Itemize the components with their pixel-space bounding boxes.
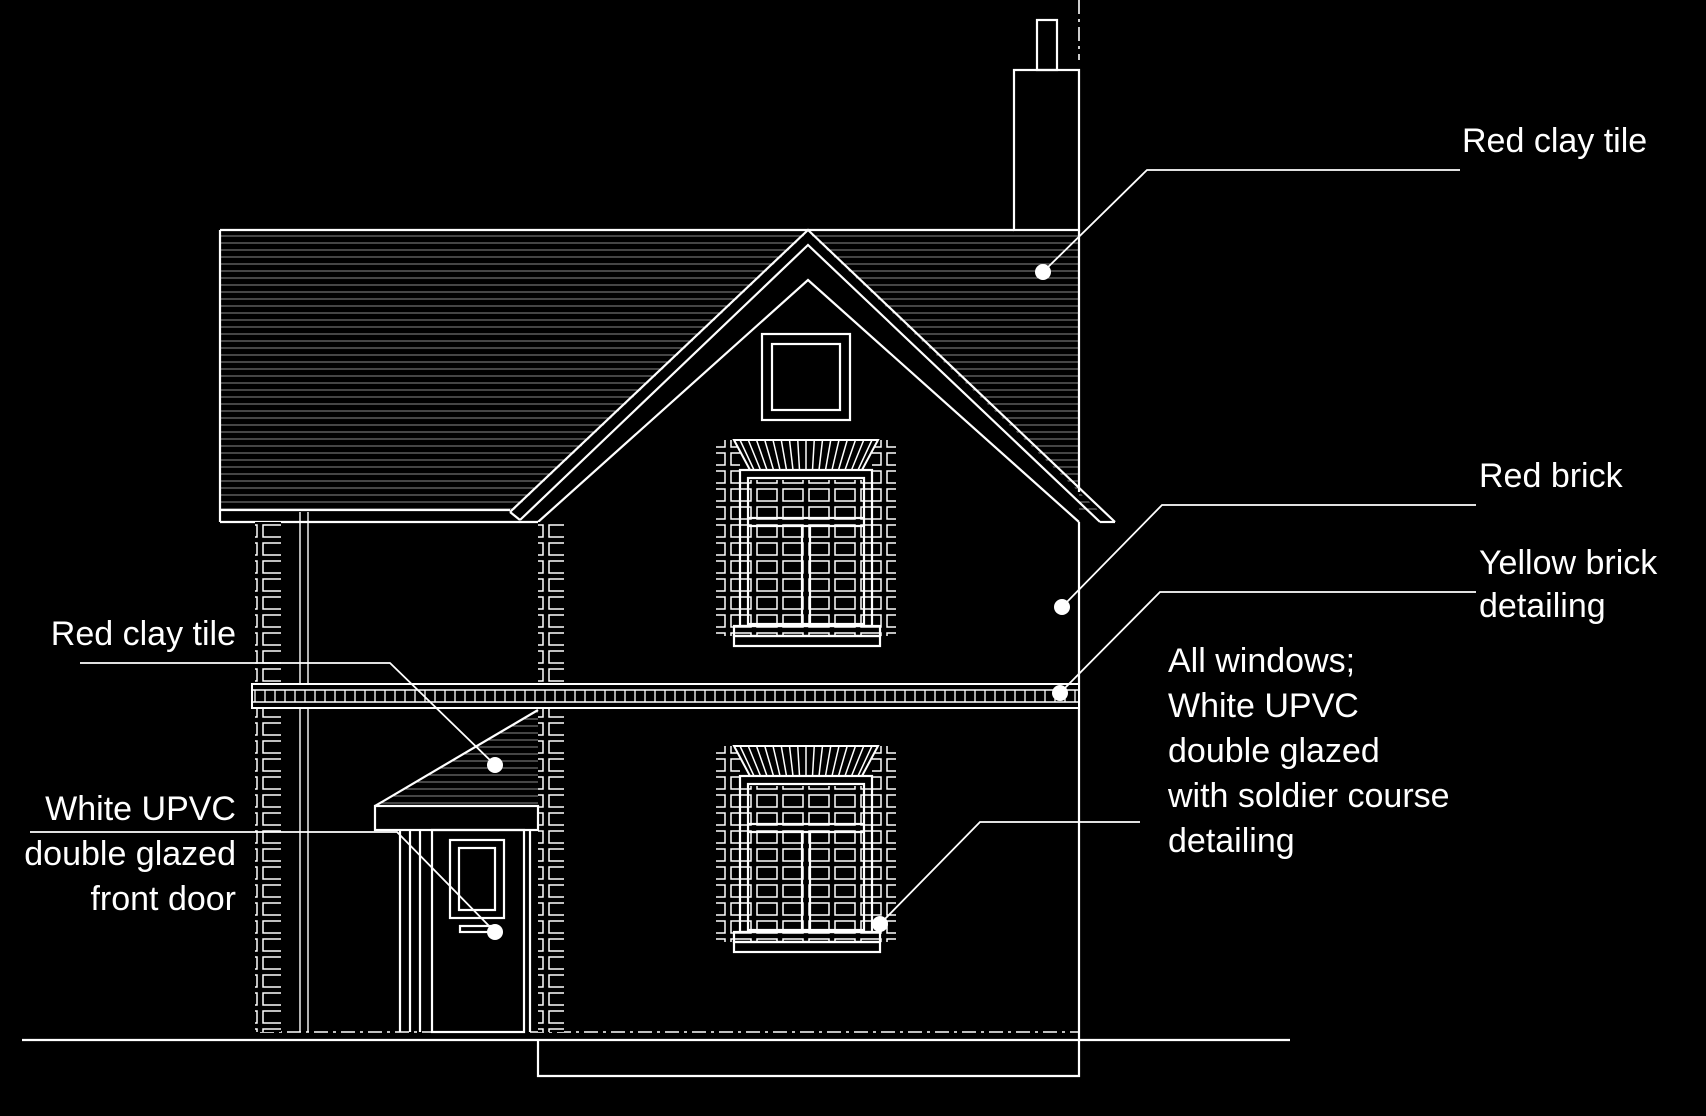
label-windows-line-3: double glazed <box>1168 732 1380 770</box>
soldier-brick-line <box>850 745 865 777</box>
lower-window <box>716 745 896 954</box>
upper-window <box>716 439 896 648</box>
annotation-roof: Red clay tile <box>1462 122 1647 160</box>
annotation-porch-roof: Red clay tile <box>51 615 236 653</box>
annotation-band: Yellow brick detailing <box>1479 544 1658 625</box>
soldier-brick-line <box>818 745 824 777</box>
soldier-brick-line <box>747 745 762 777</box>
front-gable <box>509 228 1116 524</box>
leader-dot-door <box>487 924 503 940</box>
soldier-brick-line <box>780 745 788 777</box>
gable-vent <box>760 332 852 422</box>
soldier-brick-line <box>772 439 781 471</box>
leader-dot-wall <box>1054 599 1070 615</box>
soldier-brick-line <box>764 439 775 471</box>
leader-dot-band <box>1052 685 1068 701</box>
label-door-line-3: front door <box>90 880 236 918</box>
label-windows-line-1: All windows; <box>1168 642 1355 680</box>
label-door-line-2: double glazed <box>24 835 236 873</box>
leader-dot-roof <box>1035 264 1051 280</box>
label-wall-line-1: Red brick <box>1479 457 1624 495</box>
label-band-line-1: Yellow brick <box>1479 544 1658 582</box>
soldier-brick-line <box>797 745 801 777</box>
soldier-brick-line <box>857 745 873 777</box>
yellow-brick-band <box>251 683 1080 709</box>
soldier-brick-line <box>755 439 768 471</box>
leader-dot-porch-roof <box>487 757 503 773</box>
soldier-brick-line <box>818 439 824 471</box>
soldier-brick-line <box>837 439 848 471</box>
soldier-brick-line <box>824 439 832 471</box>
soldier-brick-line <box>772 745 781 777</box>
leader-dot-windows <box>872 916 888 932</box>
soldier-brick-line <box>831 439 840 471</box>
ground-line <box>22 1031 1290 1078</box>
annotation-wall: Red brick <box>1479 457 1624 495</box>
brick-quoins <box>255 512 564 1032</box>
soldier-brick-line <box>739 745 755 777</box>
label-windows-line-2: White UPVC <box>1168 687 1359 725</box>
main-roof <box>218 228 1100 1040</box>
soldier-brick-line <box>850 439 865 471</box>
label-band-line-2: detailing <box>1479 587 1606 625</box>
annotation-door: White UPVC double glazed front door <box>24 790 236 918</box>
front-door <box>430 828 526 1034</box>
soldier-brick-line <box>811 745 815 777</box>
soldier-brick-line <box>824 745 832 777</box>
soldier-brick-line <box>747 439 762 471</box>
chimney <box>1012 0 1081 232</box>
annotation-leaders <box>30 169 1476 940</box>
label-roof-line-1: Red clay tile <box>1462 122 1647 160</box>
soldier-brick-line <box>764 745 775 777</box>
annotation-windows: All windows; White UPVC double glazed wi… <box>1167 642 1450 860</box>
label-windows-line-4: with soldier course <box>1167 777 1450 815</box>
soldier-brick-line <box>831 745 840 777</box>
label-porch-roof-line-1: Red clay tile <box>51 615 236 653</box>
label-windows-line-5: detailing <box>1168 822 1295 860</box>
soldier-brick-line <box>844 439 857 471</box>
soldier-brick-line <box>857 439 873 471</box>
soldier-brick-line <box>837 745 848 777</box>
soldier-brick-line <box>844 745 857 777</box>
label-door-line-1: White UPVC <box>45 790 236 828</box>
soldier-brick-line <box>780 439 788 471</box>
soldier-brick-line <box>739 439 755 471</box>
porch <box>373 709 540 1032</box>
soldier-brick-line <box>811 439 815 471</box>
soldier-brick-line <box>788 745 794 777</box>
soldier-brick-line <box>755 745 768 777</box>
soldier-brick-line <box>788 439 794 471</box>
soldier-brick-line <box>797 439 801 471</box>
